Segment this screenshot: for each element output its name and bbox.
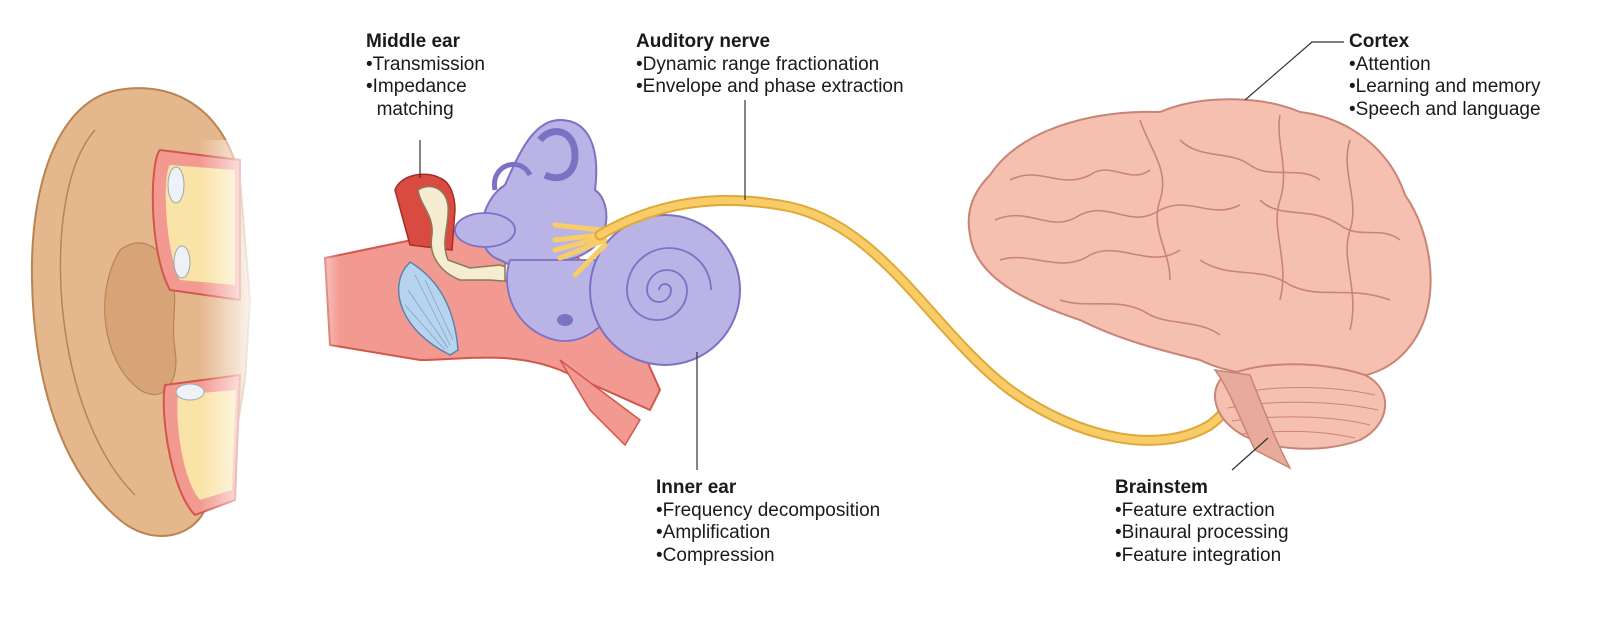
brainstem-item: Feature extraction <box>1115 500 1289 523</box>
inner-ear-item: Amplification <box>656 522 880 545</box>
cochlea-spiral <box>626 247 712 321</box>
brainstem-title: Brainstem <box>1115 477 1208 498</box>
outer-ear <box>30 87 260 540</box>
cortex-item: Speech and language <box>1349 99 1541 122</box>
middle-ear-title: Middle ear <box>366 31 460 52</box>
cortex-leader <box>1244 41 1344 101</box>
auditory-nerve-title: Auditory nerve <box>636 31 771 52</box>
vestibule <box>454 212 516 248</box>
middle-ear-item: Transmission <box>366 54 485 77</box>
canal-loop-1 <box>537 128 579 182</box>
round-window <box>557 314 573 326</box>
auditory-nerve <box>552 100 1246 446</box>
inner-ear-item: Frequency decomposition <box>656 500 881 523</box>
auditory-nerve-item: Envelope and phase extraction <box>636 76 904 99</box>
fade-left <box>300 230 340 360</box>
brainstem-label: Brainstem Feature extraction Binaural pr… <box>1115 477 1289 567</box>
canal-loop-2 <box>492 161 533 191</box>
inner-ear-label: Inner ear Frequency decomposition Amplif… <box>656 477 880 567</box>
inner-ear-item: Compression <box>656 545 880 568</box>
cortex-label: Cortex Attention Learning and memory Spe… <box>1349 31 1541 121</box>
auditory-nerve-item: Dynamic range fractionation <box>636 54 904 77</box>
middle-ear-item-continued: matching <box>376 98 454 120</box>
canal-lower-flange <box>559 359 641 447</box>
brainstem-item: Binaural processing <box>1115 522 1289 545</box>
cortex-item: Attention <box>1349 54 1541 77</box>
fade-right <box>200 140 260 540</box>
middle-ear-label: Middle ear Transmission Impedance matchi… <box>366 31 485 121</box>
brainstem-leader <box>1231 437 1269 471</box>
brain-gyri <box>994 114 1401 336</box>
brain <box>967 41 1432 471</box>
cortex-title: Cortex <box>1349 31 1410 52</box>
eardrum-fibers <box>404 274 454 351</box>
brainstem <box>1213 369 1292 470</box>
brainstem-item: Feature integration <box>1115 545 1289 568</box>
pinna-inner-fold <box>59 129 136 496</box>
middle-ear-item: Impedance <box>366 76 485 99</box>
cerebrum <box>967 98 1432 379</box>
canal-bone-lower <box>175 383 205 401</box>
cochlea <box>589 214 741 366</box>
cortex-item: Learning and memory <box>1349 76 1541 99</box>
canal-bone-upper <box>167 166 185 204</box>
nerve-trunk-fill <box>596 196 1244 444</box>
canal-bone-upper-2 <box>173 245 191 279</box>
auditory-nerve-label: Auditory nerve Dynamic range fractionati… <box>636 31 904 99</box>
inner-ear-title: Inner ear <box>656 477 737 498</box>
inner-ear <box>454 118 741 470</box>
